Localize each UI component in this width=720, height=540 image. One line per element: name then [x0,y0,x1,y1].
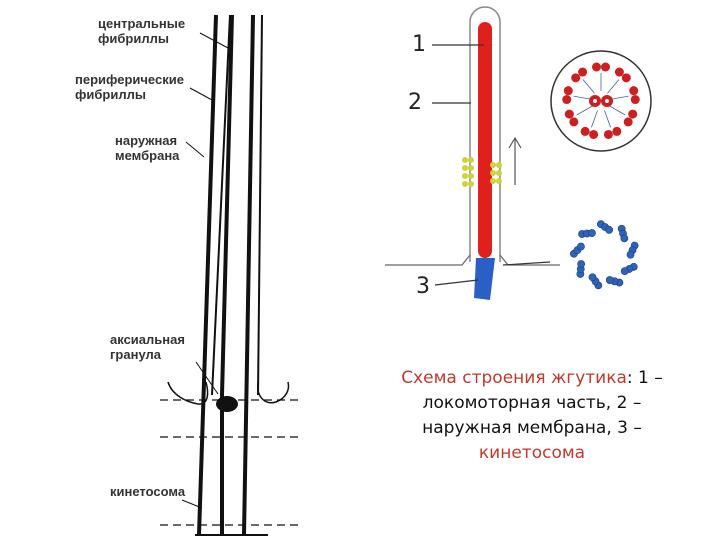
number-3: 3 [416,274,430,299]
triplet [577,260,585,277]
triplet [618,225,628,242]
spoke [611,96,629,99]
doublet [571,68,587,83]
fibril-line [199,15,216,535]
triplet [597,221,612,234]
doublet [581,127,598,139]
cell-membrane-line [385,255,470,265]
doublet [562,86,573,104]
pointer-line [190,88,212,100]
caption-line3: наружная мембрана, 3 – [422,418,642,438]
doublet [604,127,621,139]
doublet [592,63,610,72]
caption-kinetosome: кинетосома [479,443,585,463]
axial-granule-shape [216,396,238,412]
spoke [604,110,610,127]
doublet [624,110,638,127]
granule-cluster-right [490,162,502,184]
granule-cluster-left [462,157,474,187]
caption-line2: локомоторная часть, 2 – [423,393,642,413]
spoke [591,110,597,127]
diagram-caption: Схема строения жгутика: 1 – локомоторная… [372,366,692,466]
central-pair [589,95,613,107]
pointer-line [435,280,478,285]
triplet [589,274,602,289]
doublet [629,86,640,104]
spoke [607,80,619,94]
fibril-line [258,15,262,395]
spoke [577,106,593,115]
label-kinetosome: кинетосома [110,484,185,499]
pointer-line [186,142,204,157]
peripheral-doublets [562,63,640,139]
triplet [578,229,595,237]
spoke [583,80,595,94]
kinetosome-part [474,258,495,300]
spoke [610,106,626,115]
locomotor-part [478,22,492,258]
triplet [627,242,638,258]
fibril-line [244,15,253,535]
triplet [570,243,584,257]
kinetosome-triplets [570,221,638,289]
caption-title: Схема строения жгутика [401,368,627,388]
doublet [565,110,579,127]
triplet [621,263,637,275]
number-1: 1 [412,32,426,57]
triplet [606,276,623,286]
caption-part1: : 1 – [627,368,663,388]
spoke [573,96,591,99]
number-2: 2 [408,90,422,115]
doublet [615,68,631,83]
